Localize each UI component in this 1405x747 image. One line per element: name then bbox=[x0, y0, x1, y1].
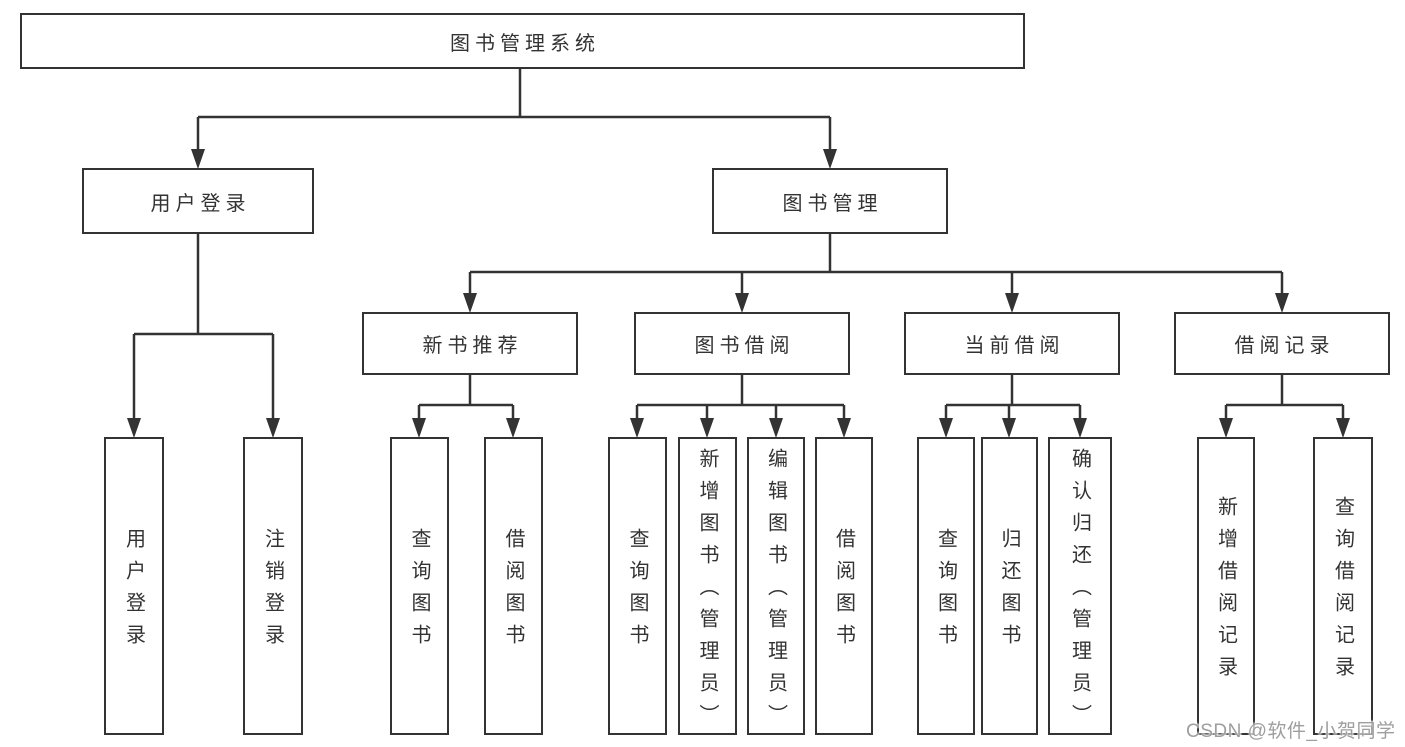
leaf-logout: 注销登录 bbox=[243, 437, 303, 735]
leaf-bb-edit-books-admin: 编辑图书（管理员） bbox=[747, 437, 805, 736]
connector-current-borrow-to-leaves bbox=[944, 375, 1082, 420]
leaf-br-query-record-label: 查询借阅记录 bbox=[1331, 496, 1354, 688]
leaf-rec-borrow-books: 借阅图书 bbox=[484, 437, 543, 735]
arrowhead bbox=[939, 418, 953, 438]
node-new-book-recommend-label: 新书推荐 bbox=[422, 335, 523, 357]
arrowheads bbox=[127, 149, 1350, 438]
leaf-cb-confirm-return-admin-label: 确认归还（管理员） bbox=[1068, 448, 1091, 736]
leaf-br-add-record: 新增借阅记录 bbox=[1197, 437, 1255, 735]
arrowhead bbox=[823, 149, 837, 169]
leaf-cb-confirm-return-admin: 确认归还（管理员） bbox=[1048, 437, 1112, 736]
leaf-bb-query-books-label: 查询图书 bbox=[626, 528, 648, 656]
arrowhead bbox=[412, 418, 426, 438]
leaf-bb-edit-books-admin-label: 编辑图书（管理员） bbox=[764, 448, 787, 736]
node-book-management-label: 图书管理 bbox=[782, 192, 883, 215]
arrowhead bbox=[1336, 418, 1350, 438]
arrowhead bbox=[1275, 293, 1289, 313]
node-root-system: 图书管理系统 bbox=[20, 13, 1025, 69]
connector-root-to-level2 bbox=[196, 69, 832, 151]
node-user-login-label: 用户登录 bbox=[150, 192, 251, 215]
arrowhead bbox=[769, 418, 783, 438]
connector-new-book-rec-to-leaves bbox=[417, 375, 515, 420]
arrowhead bbox=[700, 418, 714, 438]
arrowhead bbox=[127, 418, 141, 438]
leaf-user-login-label: 用户登录 bbox=[122, 528, 145, 656]
leaf-bb-borrow-books-label: 借阅图书 bbox=[832, 528, 855, 656]
csdn-watermark: CSDN @软件_小贺同学 bbox=[1186, 721, 1396, 742]
leaf-bb-query-books: 查询图书 bbox=[608, 437, 667, 735]
node-book-management: 图书管理 bbox=[712, 168, 948, 234]
leaf-cb-return-books-label: 归还图书 bbox=[998, 528, 1020, 656]
arrowhead bbox=[1219, 418, 1233, 438]
leaf-bb-add-books-admin: 新增图书（管理员） bbox=[678, 437, 737, 736]
arrowhead bbox=[735, 293, 749, 313]
connector-user-login-to-leaves bbox=[132, 234, 275, 420]
node-current-borrowing: 当前借阅 bbox=[904, 312, 1120, 375]
connector-book-borrow-to-leaves bbox=[635, 375, 846, 420]
node-new-book-recommend: 新书推荐 bbox=[362, 312, 578, 375]
leaf-cb-query-books-label: 查询图书 bbox=[934, 528, 957, 656]
node-user-login: 用户登录 bbox=[82, 168, 314, 234]
leaf-rec-query-books-label: 查询图书 bbox=[408, 528, 430, 656]
arrowhead bbox=[630, 418, 644, 438]
leaf-bb-add-books-admin-label: 新增图书（管理员） bbox=[696, 448, 718, 736]
leaf-bb-borrow-books: 借阅图书 bbox=[815, 437, 873, 735]
leaf-cb-return-books: 归还图书 bbox=[981, 437, 1038, 735]
leaf-logout-label: 注销登录 bbox=[261, 528, 284, 656]
arrowhead bbox=[1002, 418, 1016, 438]
leaf-br-query-record: 查询借阅记录 bbox=[1313, 437, 1373, 735]
node-current-borrowing-label: 当前借阅 bbox=[964, 335, 1065, 357]
arrowhead bbox=[1073, 418, 1087, 438]
leaf-cb-query-books: 查询图书 bbox=[917, 437, 975, 735]
arrowhead bbox=[266, 418, 280, 438]
node-book-borrowing-label: 图书借阅 bbox=[694, 335, 795, 357]
arrowhead bbox=[506, 418, 520, 438]
connector-book-mgmt-to-level3 bbox=[468, 234, 1284, 295]
arrowhead bbox=[463, 293, 477, 313]
node-book-borrowing: 图书借阅 bbox=[634, 312, 850, 375]
arrowhead bbox=[191, 149, 205, 169]
arrowhead bbox=[1005, 293, 1019, 313]
leaf-user-login: 用户登录 bbox=[104, 437, 164, 735]
node-borrowing-records: 借阅记录 bbox=[1174, 312, 1390, 375]
node-root-system-label: 图书管理系统 bbox=[450, 32, 600, 55]
node-borrowing-records-label: 借阅记录 bbox=[1234, 335, 1335, 357]
leaf-br-add-record-label: 新增借阅记录 bbox=[1214, 496, 1237, 688]
leaf-rec-query-books: 查询图书 bbox=[390, 437, 449, 735]
leaf-rec-borrow-books-label: 借阅图书 bbox=[502, 528, 524, 656]
connector-borrow-records-to-leaves bbox=[1224, 375, 1345, 420]
arrowhead bbox=[837, 418, 851, 438]
